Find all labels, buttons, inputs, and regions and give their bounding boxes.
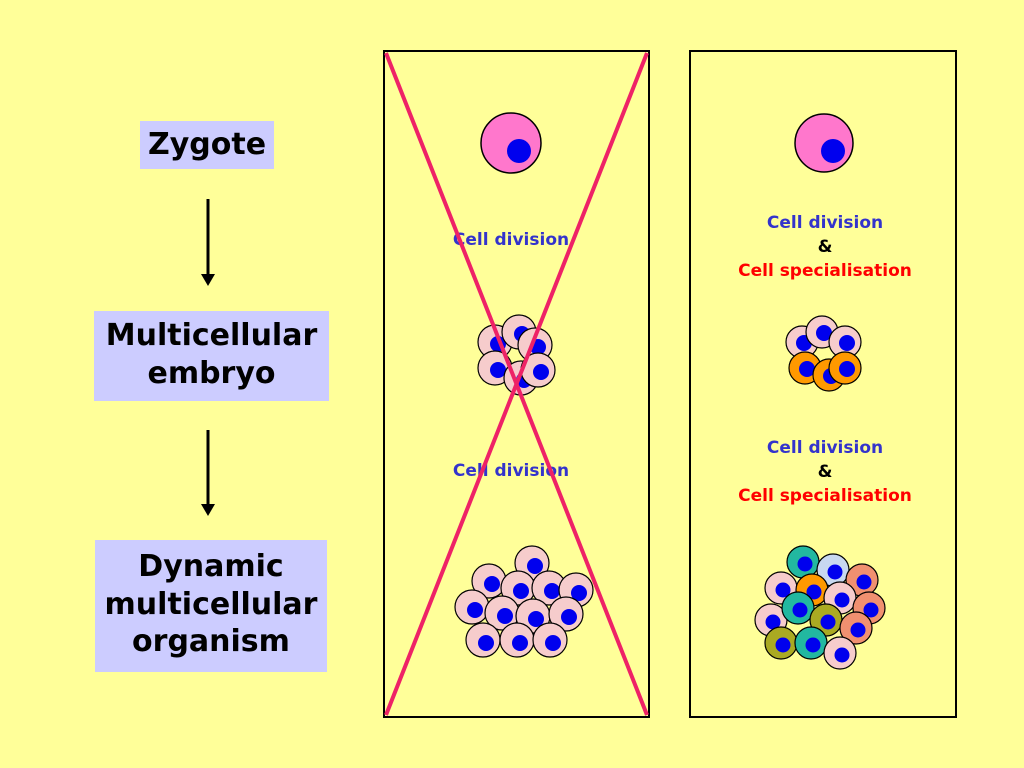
cell <box>781 591 815 625</box>
right-panel <box>689 50 957 718</box>
right-label-top-2: & <box>818 237 833 257</box>
cell <box>531 570 567 606</box>
embryo-text-line2: embryo <box>147 355 276 391</box>
cell <box>828 325 862 359</box>
cell <box>532 622 568 658</box>
left-zygote-cell <box>480 112 542 174</box>
arrowhead-1 <box>201 274 215 286</box>
cell <box>794 626 828 660</box>
left-label-top: Cell division <box>453 230 569 250</box>
right-label-bottom-3: Cell specialisation <box>738 486 912 506</box>
cross-line-2 <box>384 52 649 716</box>
right-embryo-cluster <box>785 315 862 392</box>
cell <box>499 622 535 658</box>
organism-text-line3: organism <box>132 624 290 659</box>
zygote-text: Zygote <box>147 127 267 162</box>
cell <box>454 589 490 625</box>
multicellular-embryo-label: Multicellular embryo <box>94 311 329 401</box>
cell <box>471 563 507 599</box>
embryo-text-line1: Multicellular <box>105 318 318 353</box>
cell <box>764 626 798 660</box>
right-label-top-3: Cell specialisation <box>738 261 912 281</box>
arrowhead-2 <box>201 504 215 516</box>
left-panel <box>383 50 650 718</box>
right-label-bottom-2: & <box>818 462 833 482</box>
cell <box>484 595 520 631</box>
right-zygote-cell <box>794 113 854 173</box>
dynamic-organism-label: Dynamic multicellular organism <box>95 540 327 672</box>
cell <box>465 622 501 658</box>
cell <box>839 611 873 645</box>
cell <box>500 570 536 606</box>
cell <box>548 596 584 632</box>
cell <box>823 636 857 670</box>
right-organism-cluster <box>754 545 886 670</box>
right-label-top-1: Cell division <box>767 213 883 233</box>
right-label-bottom-1: Cell division <box>767 438 883 458</box>
zygote-label: Zygote <box>140 121 274 169</box>
left-organism-cluster <box>454 545 594 658</box>
organism-text-line1: Dynamic <box>138 549 284 584</box>
cell <box>828 351 862 385</box>
cell <box>520 352 556 388</box>
organism-text-line2: multicellular <box>104 586 318 622</box>
cell <box>786 545 820 579</box>
